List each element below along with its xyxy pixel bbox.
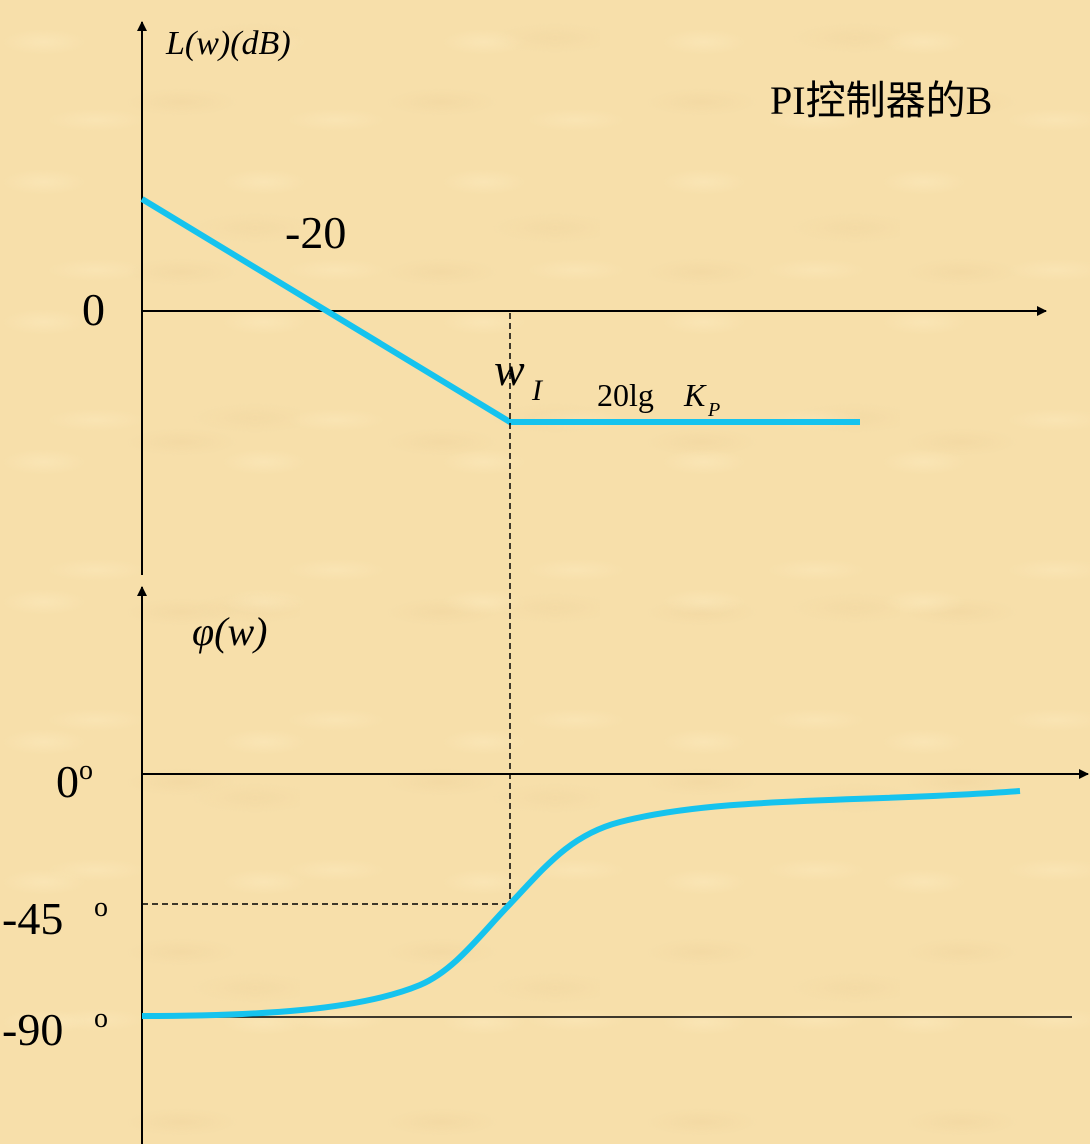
- phase-curve: [141, 788, 1021, 1019]
- phase-y-axis-label: φ(w): [192, 609, 267, 654]
- diagram-title: PI控制器的B: [770, 78, 992, 123]
- magnitude-y-axis-label: L(w)(dB): [165, 25, 291, 62]
- slope-label: -20: [285, 207, 346, 258]
- magnitude-zero-label: 0: [82, 284, 105, 335]
- magnitude-curve: [140, 196, 860, 425]
- phase-tick-0: 0o: [56, 755, 93, 807]
